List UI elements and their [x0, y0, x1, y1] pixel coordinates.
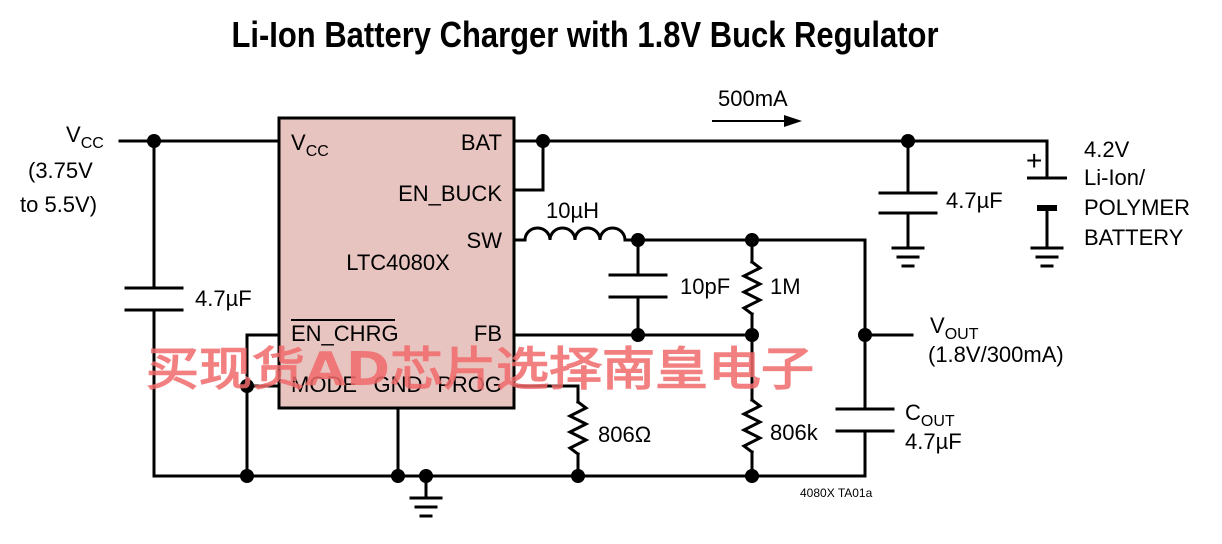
battery-label-line3: POLYMER — [1084, 195, 1190, 220]
vout-spec: (1.8V/300mA) — [928, 342, 1064, 367]
input-capacitor-value: 4.7µF — [195, 286, 252, 311]
battery-label-line4: BATTERY — [1084, 225, 1184, 250]
ground-symbol-main — [409, 496, 443, 518]
prog-resistor — [512, 384, 590, 478]
input-capacitor — [124, 286, 184, 312]
vcc-input-wire — [118, 134, 281, 478]
ground-symbol-cbat — [891, 246, 925, 268]
pin-sw: SW — [467, 228, 503, 253]
diagram-title: Li-Ion Battery Charger with 1.8V Buck Re… — [231, 14, 939, 55]
battery-label-line1: 4.2V — [1084, 137, 1130, 162]
current-arrow — [712, 115, 802, 127]
pin-vcc: VCC — [291, 130, 329, 160]
pin-fb: FB — [474, 321, 502, 346]
feedforward-capacitor-value: 10pF — [680, 274, 730, 299]
vout-label: VOUT — [930, 313, 979, 343]
vcc-range-line2: to 5.5V) — [20, 192, 97, 217]
ground-bus-wire — [152, 469, 867, 500]
pin-prog: PROG — [437, 372, 502, 397]
inductor-value: 10µH — [546, 198, 599, 223]
battery-symbol — [1027, 176, 1067, 211]
feedforward-capacitor — [608, 238, 668, 337]
pin-mode: MODE — [291, 372, 357, 397]
bat-wire — [512, 134, 1049, 250]
vcc-range-line1: (3.75V — [28, 158, 93, 183]
battery-capacitor-value: 4.7µF — [946, 188, 1003, 213]
current-label: 500mA — [718, 86, 788, 111]
vcc-input-label: VCC — [66, 122, 104, 152]
output-capacitor-value: 4.7µF — [905, 429, 962, 454]
pin-en-chrg: EN_CHRG — [291, 321, 399, 346]
battery-label-line2: Li-Ion/ — [1084, 165, 1146, 190]
watermark-text: 买现货AD芯片选择南皇电子 — [146, 342, 814, 396]
fb-wire — [512, 328, 759, 342]
pin-gnd: GND — [374, 372, 423, 397]
feedback-resistor-bottom-value: 806k — [770, 420, 819, 445]
ic-chip-body — [277, 116, 516, 410]
feedback-resistor-top — [740, 238, 764, 337]
ground-symbol-battery — [1030, 246, 1064, 268]
pin-bat: BAT — [461, 130, 502, 155]
figure-id: 4080X TA01a — [800, 486, 873, 500]
prog-resistor-value: 806Ω — [598, 422, 651, 447]
feedback-resistor-top-value: 1M — [770, 274, 801, 299]
chip-name: LTC4080X — [346, 250, 450, 275]
output-capacitor-label: COUT — [905, 400, 955, 430]
output-capacitor — [835, 407, 895, 433]
battery-plus-sign: + — [1026, 145, 1042, 176]
pin-en-buck: EN_BUCK — [398, 181, 502, 206]
en-chrg-mode-wire — [240, 333, 281, 478]
battery-capacitor — [878, 191, 938, 215]
output-node-wire — [623, 233, 914, 478]
inductor — [512, 226, 627, 242]
